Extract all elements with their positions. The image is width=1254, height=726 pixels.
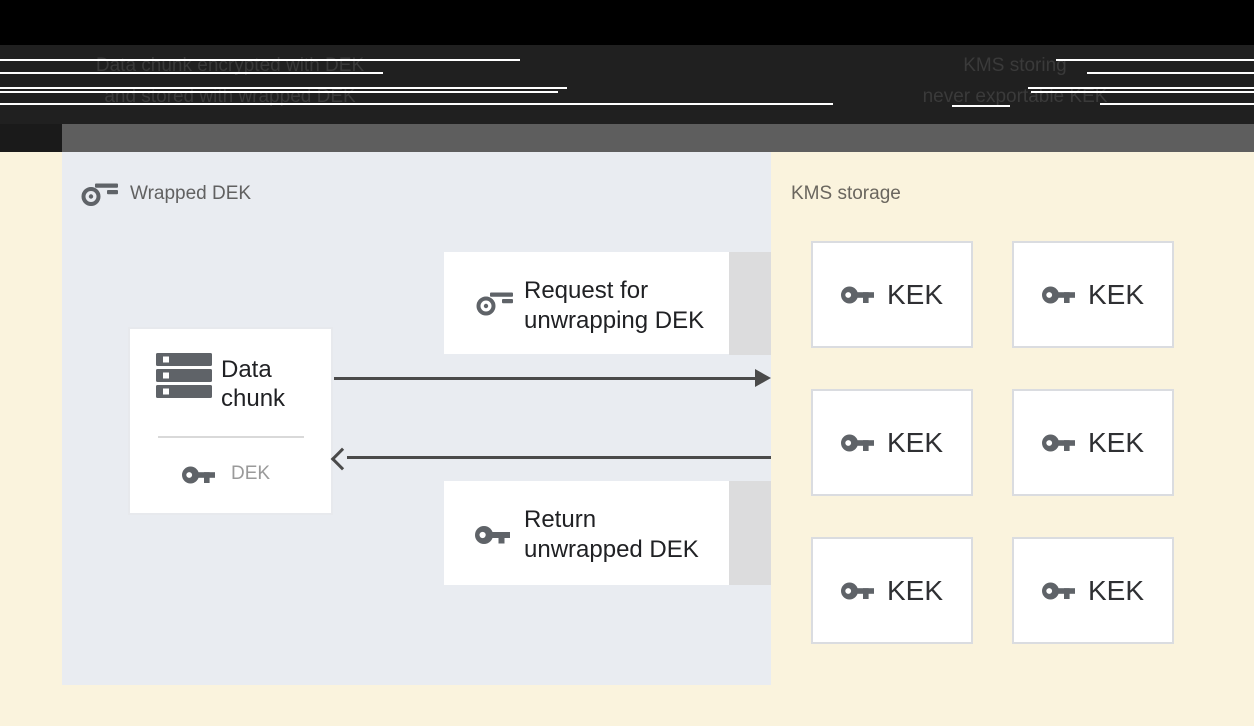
kms-storage-title: KMS storage [791,183,901,204]
glitch-line [0,72,383,74]
kek-box-5: KEK [811,537,973,644]
data-chunk-line1: Data [221,356,272,383]
kek-box-2: KEK [1012,241,1174,348]
wrapped-dek-title: Wrapped DEK [130,183,252,204]
kek-key-solid-icon [840,433,874,453]
return-box-line2: unwrapped DEK [524,536,699,563]
header-black-band [0,0,1254,45]
glitch-line [1087,72,1254,74]
kek-key-solid-icon [1041,433,1075,453]
caption-kms-line2: never exportable KEK [922,86,1108,107]
kek-key-solid-icon [840,581,874,601]
kek-label: KEK [886,278,944,310]
key-outline-icon [475,286,513,318]
data-chunk-line2: chunk [221,385,286,412]
request-box-label: Request for unwrapping DEK [524,276,704,336]
kek-label: KEK [1087,426,1145,458]
request-box-line1: Request for [524,277,649,304]
glitch-line [952,105,1010,107]
kek-box-1: KEK [811,241,973,348]
return-box-strip [729,481,771,585]
dek-label: DEK [231,463,271,484]
return-box-label: Return unwrapped DEK [524,505,699,565]
kek-key-solid-icon [1041,285,1075,305]
glitch-line [0,91,558,93]
kek-label: KEK [1087,574,1145,606]
glitch-line [1056,59,1254,61]
wrapped-dek-key-outline-icon [80,178,118,208]
dek-key-solid-icon [182,465,215,485]
request-unwrapping-dek-box: Request for unwrapping DEK [444,252,729,354]
glitch-line [1100,103,1254,105]
arrow-return-line [347,456,771,459]
data-chunk-box: Data chunk DEK [128,327,333,515]
request-box-line2: unwrapping DEK [524,307,705,334]
storage-stack-icon [156,353,212,398]
data-chunk-divider [158,436,304,438]
return-unwrapped-dek-box: Return unwrapped DEK [444,481,729,585]
header-gray-band [62,124,1254,152]
kek-label: KEK [886,574,944,606]
data-chunk-label: Data chunk [221,355,285,413]
arrow-request-line [334,377,755,380]
kek-box-4: KEK [1012,389,1174,496]
key-solid-icon [475,524,510,546]
kek-key-solid-icon [1041,581,1075,601]
glitch-line [0,87,567,89]
glitch-line [0,103,833,105]
caption-data-chunk-line2: and stored with wrapped DEK [104,86,356,107]
kek-label: KEK [1087,278,1145,310]
caption-data-chunk-line1: Data chunk encrypted with DEK [95,55,365,76]
header-left-corner [0,124,62,152]
glitch-line [1028,87,1254,89]
arrow-request-head-icon [755,369,771,387]
kek-box-6: KEK [1012,537,1174,644]
header-caption-band [0,45,1254,124]
return-box-line1: Return [524,506,597,533]
kek-key-solid-icon [840,285,874,305]
caption-kms-line1: KMS storing [963,55,1067,76]
kek-label: KEK [886,426,944,458]
request-box-strip [729,252,771,355]
kek-box-3: KEK [811,389,973,496]
glitch-line [1031,91,1254,93]
glitch-line [0,59,520,61]
